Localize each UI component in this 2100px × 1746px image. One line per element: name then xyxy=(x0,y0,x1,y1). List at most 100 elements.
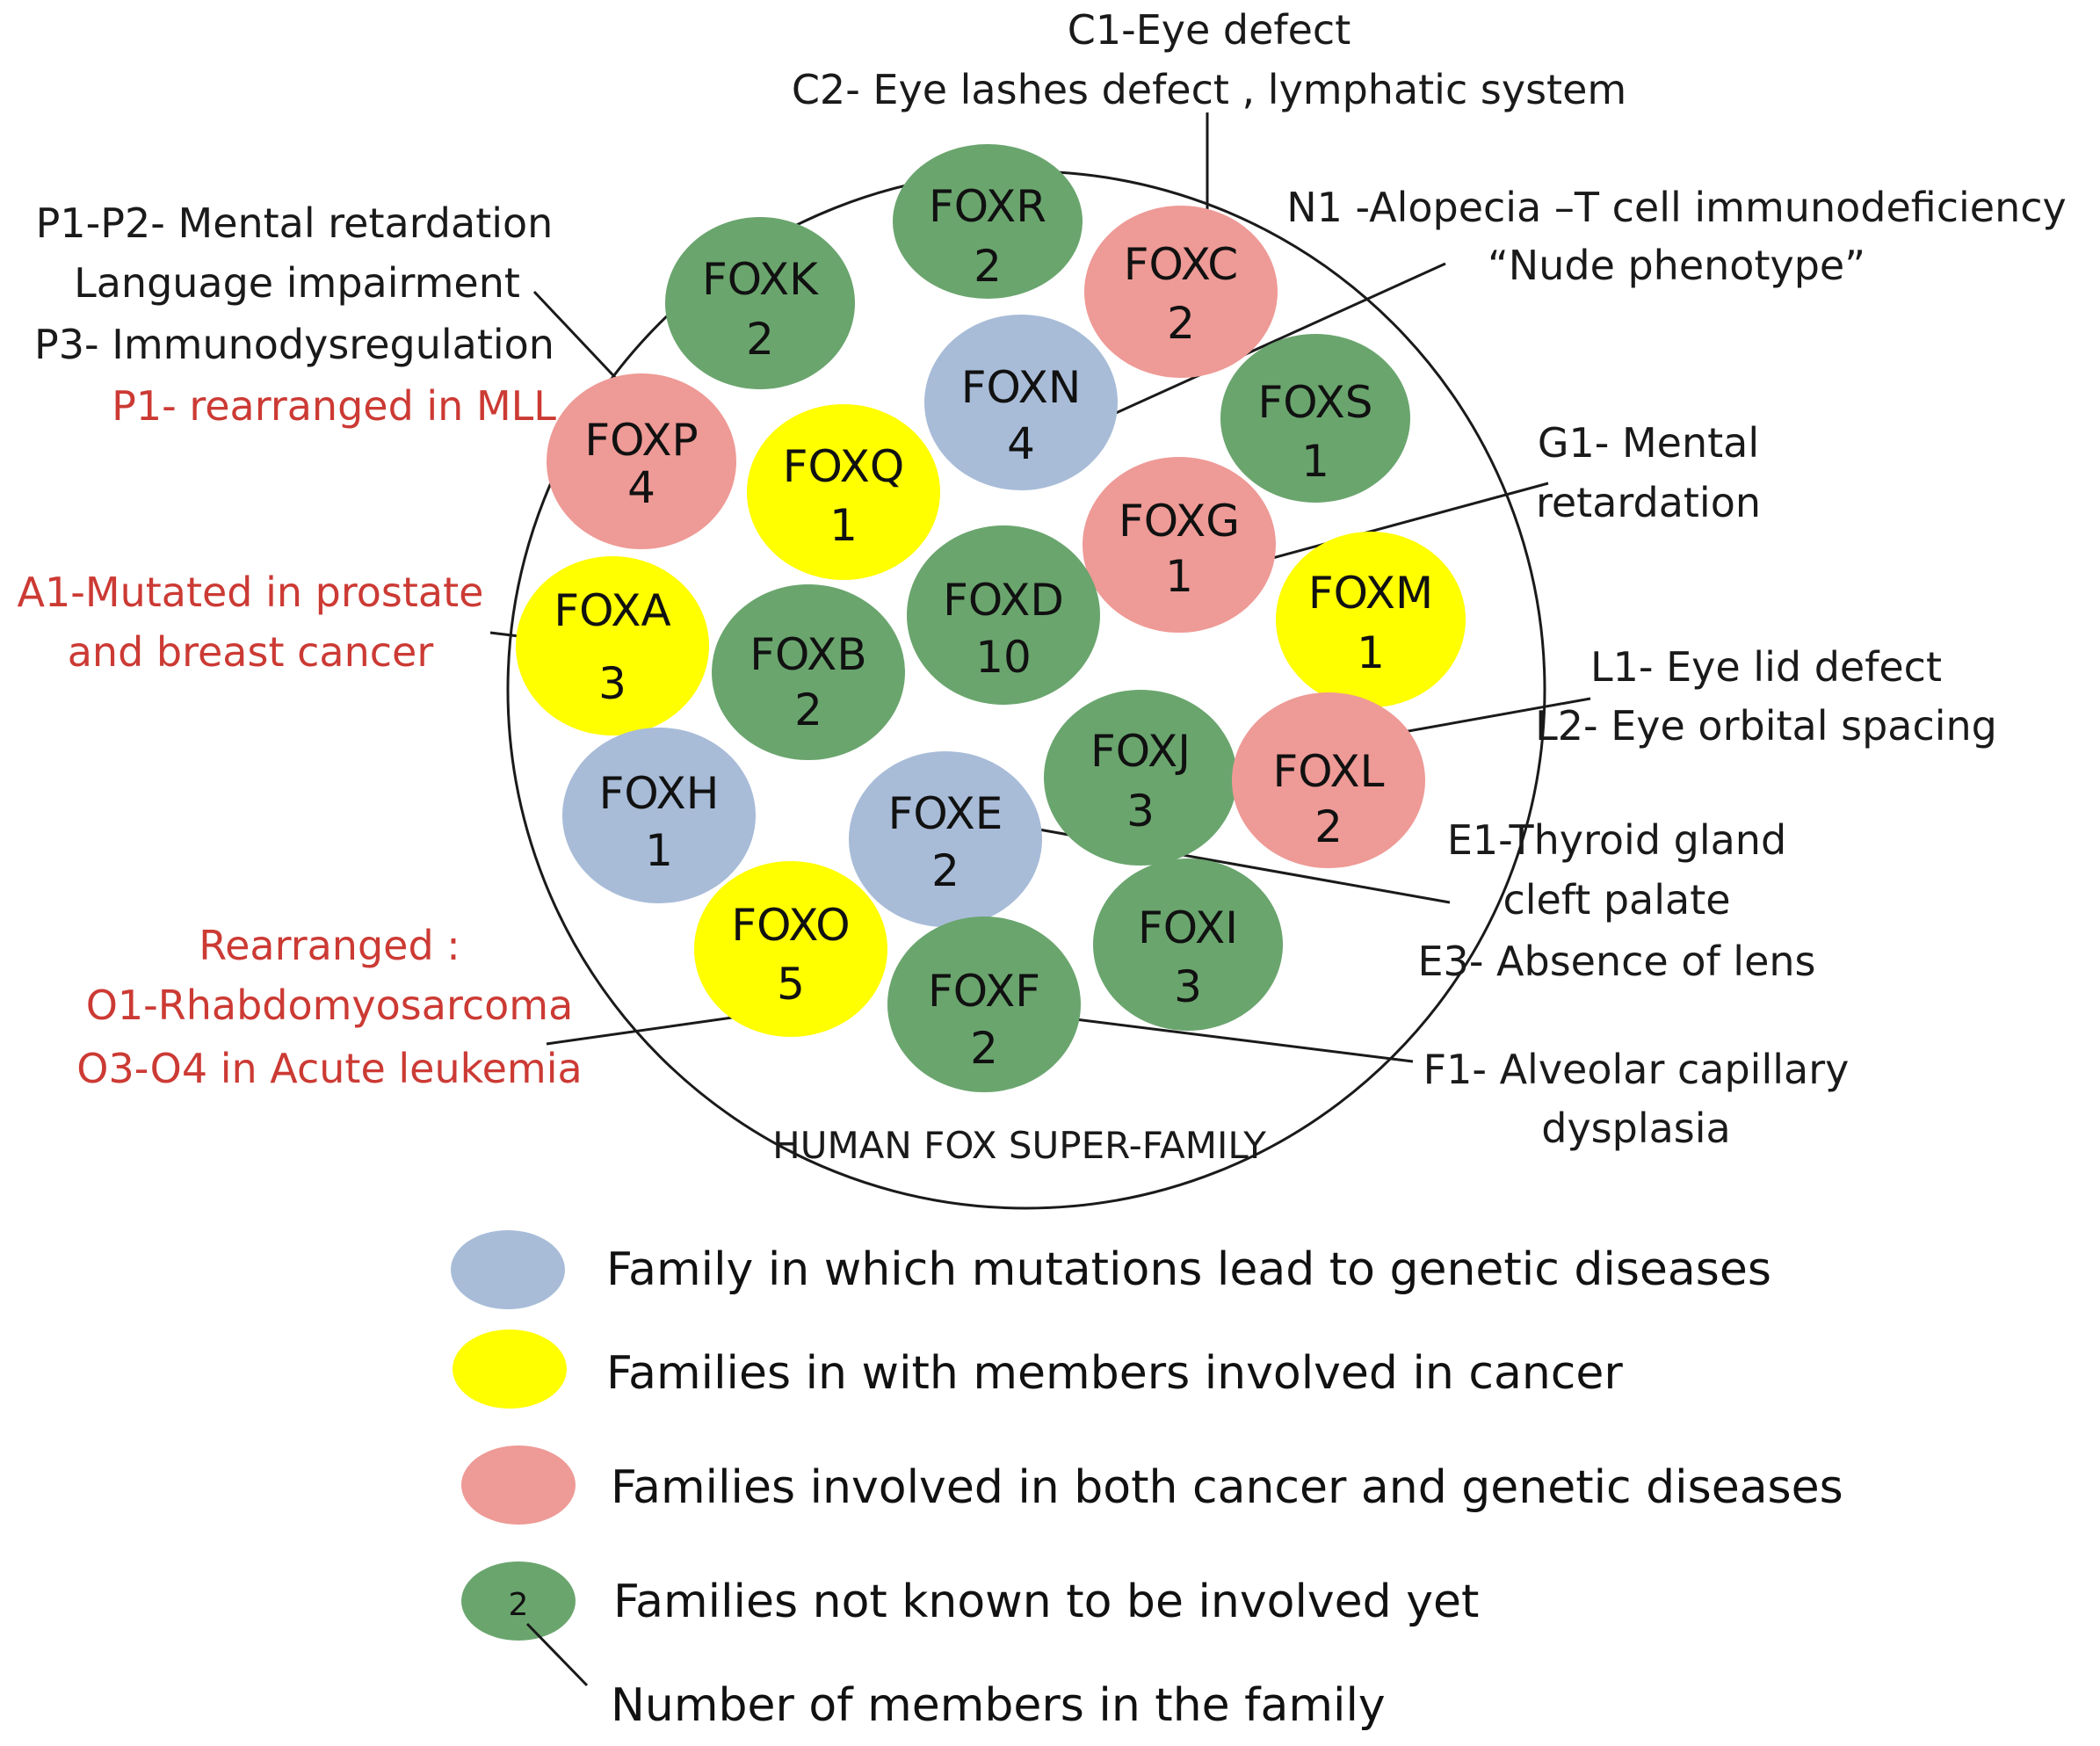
family-count: 3 xyxy=(1174,961,1202,1012)
annotation-line: O3-O4 in Acute leukemia xyxy=(76,1045,582,1092)
family-name: FOXK xyxy=(702,254,819,305)
connector-foxf xyxy=(1061,1016,1414,1063)
family-count: 4 xyxy=(1007,418,1035,469)
family-count: 2 xyxy=(1314,801,1343,852)
annotation-foxn: N1 -Alopecia –T cell immunodeficiency “N… xyxy=(1286,184,2067,289)
family-foxl[interactable]: FOXL 2 xyxy=(1232,692,1425,868)
family-count: 2 xyxy=(931,845,959,896)
annotation-line: F1- Alveolar capillary xyxy=(1423,1046,1850,1093)
family-foxs[interactable]: FOXS 1 xyxy=(1220,334,1410,503)
legend-item-genetic: Family in which mutations lead to geneti… xyxy=(451,1230,1771,1309)
annotation-line: A1-Mutated in prostate xyxy=(18,569,484,616)
annotation-line: C2- Eye lashes defect , lymphatic system xyxy=(792,66,1626,113)
annotation-line: L1- Eye lid defect xyxy=(1590,643,1942,691)
connector-foxg xyxy=(1256,482,1549,564)
family-foxq[interactable]: FOXQ 1 xyxy=(747,404,940,580)
family-name: FOXA xyxy=(554,585,670,636)
family-foxh[interactable]: FOXH 1 xyxy=(562,728,756,903)
family-name: FOXC xyxy=(1124,239,1238,290)
annotation-line: “Nude phenotype” xyxy=(1488,242,1865,289)
annotation-line: P1- rearranged in MLL xyxy=(112,382,556,430)
family-foxm[interactable]: FOXM 1 xyxy=(1276,532,1466,707)
family-name: FOXG xyxy=(1119,496,1240,547)
family-count: 2 xyxy=(1167,298,1195,349)
family-count: 1 xyxy=(829,500,858,551)
family-count: 1 xyxy=(1357,627,1385,678)
legend: Family in which mutations lead to geneti… xyxy=(451,1230,1843,1732)
family-name: FOXE xyxy=(888,788,1003,839)
family-foxn[interactable]: FOXN 4 xyxy=(924,315,1118,490)
annotation-foxc: C1-Eye defect C2- Eye lashes defect , ly… xyxy=(792,6,1626,113)
annotation-line: C1-Eye defect xyxy=(1068,6,1351,54)
annotation-line: G1- Mental xyxy=(1538,419,1759,467)
family-ellipses: FOXR 2 FOXC 2 FOXK 2 FOXN 4 FOXS 1 FOXP … xyxy=(516,144,1466,1092)
family-count: 4 xyxy=(627,462,655,513)
family-foxd[interactable]: FOXD 10 xyxy=(907,525,1100,705)
diagram-title: HUMAN FOX SUPER-FAMILY xyxy=(772,1124,1266,1167)
family-foxr[interactable]: FOXR 2 xyxy=(893,144,1083,299)
connector-foxn xyxy=(1096,262,1446,424)
annotation-line: E1-Thyroid gland xyxy=(1447,816,1786,864)
family-name: FOXH xyxy=(599,768,720,819)
connector-foxp xyxy=(532,290,626,388)
family-name: FOXM xyxy=(1308,568,1433,619)
legend-label: Families in with members involved in can… xyxy=(606,1347,1623,1400)
annotation-foxg: G1- Mental retardation xyxy=(1536,419,1761,526)
family-name: FOXN xyxy=(961,362,1082,413)
family-name: FOXS xyxy=(1258,377,1373,428)
family-count: 10 xyxy=(975,632,1032,683)
annotation-foxa: A1-Mutated in prostate and breast cancer xyxy=(18,569,484,676)
family-name: FOXB xyxy=(749,629,866,680)
family-name: FOXJ xyxy=(1090,726,1191,777)
annotation-line: cleft palate xyxy=(1503,876,1730,924)
legend-item-unknown: 2 Families not known to be involved yet xyxy=(461,1561,1479,1641)
annotation-line: L2- Eye orbital spacing xyxy=(1535,702,1997,750)
family-foxk[interactable]: FOXK 2 xyxy=(665,217,855,389)
annotation-foxf: F1- Alveolar capillary dysplasia xyxy=(1423,1046,1850,1152)
legend-label: Families not known to be involved yet xyxy=(613,1576,1479,1628)
family-name: FOXL xyxy=(1272,746,1384,797)
family-name: FOXO xyxy=(731,900,850,951)
family-count: 3 xyxy=(1126,786,1155,837)
annotation-line: and breast cancer xyxy=(68,628,434,676)
family-foxf[interactable]: FOXF 2 xyxy=(887,916,1081,1092)
family-foxb[interactable]: FOXB 2 xyxy=(712,584,905,760)
annotation-line: P3- Immunodysregulation xyxy=(34,321,554,368)
family-foxe[interactable]: FOXE 2 xyxy=(849,751,1042,927)
family-count: 3 xyxy=(598,658,626,709)
annotation-foxo: Rearranged : O1-Rhabdomyosarcoma O3-O4 i… xyxy=(76,922,582,1092)
annotation-foxl: L1- Eye lid defect L2- Eye orbital spaci… xyxy=(1535,643,1997,750)
family-name: FOXD xyxy=(943,575,1064,626)
annotation-line: dysplasia xyxy=(1541,1105,1731,1152)
family-count: 5 xyxy=(777,959,805,1010)
family-count: 2 xyxy=(974,241,1002,292)
legend-number-note: Number of members in the family xyxy=(611,1679,1386,1732)
family-name: FOXI xyxy=(1138,902,1238,953)
family-name: FOXP xyxy=(584,415,698,466)
family-foxc[interactable]: FOXC 2 xyxy=(1084,206,1278,378)
family-name: FOXF xyxy=(928,966,1040,1017)
family-count: 1 xyxy=(1301,436,1329,487)
family-foxo[interactable]: FOXO 5 xyxy=(694,861,887,1037)
legend-marker-number: 2 xyxy=(509,1587,529,1623)
family-count: 1 xyxy=(1165,551,1193,602)
family-foxj[interactable]: FOXJ 3 xyxy=(1044,690,1237,866)
annotation-line: Rearranged : xyxy=(199,922,460,969)
family-foxg[interactable]: FOXG 1 xyxy=(1083,457,1276,633)
annotations: C1-Eye defect C2- Eye lashes defect , ly… xyxy=(18,6,2067,1152)
annotation-line: O1-Rhabdomyosarcoma xyxy=(86,982,574,1029)
family-foxi[interactable]: FOXI 3 xyxy=(1093,859,1283,1031)
annotation-line: N1 -Alopecia –T cell immunodeficiency xyxy=(1286,184,2067,231)
family-count: 2 xyxy=(794,685,822,735)
family-count: 1 xyxy=(645,825,673,876)
family-name: FOXQ xyxy=(783,441,905,492)
number-note-connector xyxy=(525,1622,589,1687)
family-foxa[interactable]: FOXA 3 xyxy=(516,556,709,735)
family-name: FOXR xyxy=(929,181,1046,232)
annotation-line: P1-P2- Mental retardation xyxy=(36,199,554,247)
legend-item-cancer: Families in with members involved in can… xyxy=(453,1329,1623,1409)
legend-label: Family in which mutations lead to geneti… xyxy=(606,1243,1771,1296)
family-foxp[interactable]: FOXP 4 xyxy=(547,373,736,549)
annotation-foxp: P1-P2- Mental retardation Language impai… xyxy=(34,199,554,368)
